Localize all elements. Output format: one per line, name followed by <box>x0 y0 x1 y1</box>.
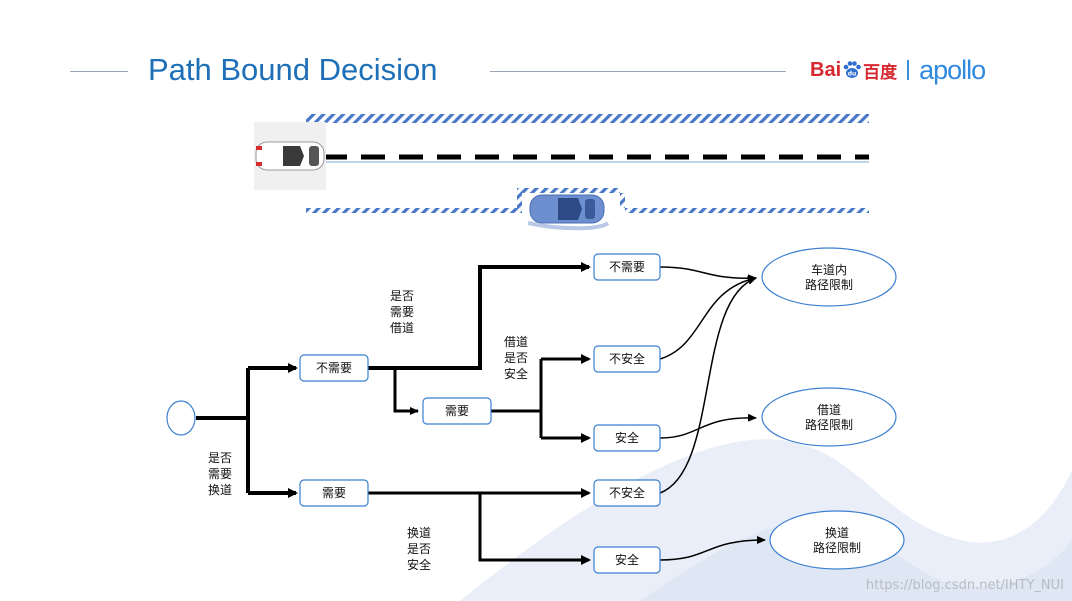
node-borrow-unsafe: 不安全 <box>593 345 661 373</box>
node-lane-change: 需要 <box>299 479 369 507</box>
title-rule-right <box>490 71 786 72</box>
label-lane-change-question: 是否需要换道 <box>208 451 232 497</box>
result-borrow-line1: 借道 <box>817 403 841 417</box>
curve-change-unsafe-to-in-lane <box>659 276 757 494</box>
edge-to-change-safe <box>478 493 591 565</box>
svg-text:du: du <box>848 71 857 78</box>
curve-no-borrow-to-in-lane <box>659 266 757 283</box>
tree-connectors <box>196 262 766 565</box>
tree-nodes: 不需要 需要 需要 不需要 不安全 安全 <box>166 247 905 574</box>
node-borrow-safe-label: 安全 <box>615 430 639 445</box>
result-change-line2: 路径限制 <box>813 540 861 555</box>
result-borrow: 借道路径限制 <box>761 387 897 447</box>
curve-change-safe-to-change-limit <box>659 536 766 561</box>
root-node <box>166 400 196 436</box>
result-change-line1: 换道 <box>825 526 849 540</box>
result-in-lane-line2: 路径限制 <box>805 277 853 292</box>
edge-to-borrow <box>368 366 419 415</box>
node-borrow-label: 需要 <box>445 404 469 418</box>
node-no-borrow: 不需要 <box>593 253 661 281</box>
result-borrow-line2: 路径限制 <box>805 417 853 432</box>
curve-borrow-unsafe-to-in-lane <box>659 275 757 360</box>
node-change-unsafe: 不安全 <box>593 479 661 507</box>
svg-text:换道路径限制: 换道路径限制 <box>813 526 861 555</box>
node-change-unsafe-label: 不安全 <box>609 485 645 500</box>
obstacle-car-icon <box>527 194 610 231</box>
result-in-lane: 车道内路径限制 <box>761 247 897 307</box>
node-lane-change-label: 需要 <box>322 486 346 500</box>
label-borrow-question: 是否需要借道 <box>390 289 414 335</box>
node-no-borrow-label: 不需要 <box>609 260 645 274</box>
label-change-safe-question: 换道是否安全 <box>407 526 431 572</box>
svg-text:车道内路径限制: 车道内路径限制 <box>805 262 853 292</box>
logo-separator <box>907 60 910 80</box>
node-borrow-safe: 安全 <box>593 424 661 452</box>
node-change-safe: 安全 <box>593 546 661 574</box>
node-change-safe-label: 安全 <box>615 552 639 567</box>
logo-product: apollo <box>919 54 986 85</box>
question-labels: 是否需要换道 是否需要借道 借道是否安全 换道是否安全 <box>208 289 528 572</box>
node-no-lane-change: 不需要 <box>299 354 369 382</box>
result-in-lane-line1: 车道内 <box>811 262 847 277</box>
node-no-lane-change-label: 不需要 <box>316 361 352 375</box>
baidu-paw-icon: du <box>843 61 861 78</box>
baidu-apollo-logo: Bai du 百度 apollo <box>810 52 986 88</box>
watermark: https://blog.csdn.net/IHTY_NUI <box>865 578 1064 593</box>
logo-brand-cn: 百度 <box>863 62 898 83</box>
curve-borrow-safe-to-borrow-limit <box>659 413 757 439</box>
node-borrow-unsafe-label: 不安全 <box>609 351 645 366</box>
label-borrow-safe-question: 借道是否安全 <box>504 335 528 381</box>
ego-car-icon <box>254 122 326 190</box>
slide-title: Path Bound Decision <box>148 52 438 87</box>
result-change: 换道路径限制 <box>769 510 905 570</box>
road-scene <box>254 114 869 231</box>
road-boundary-top <box>306 114 869 123</box>
edge-to-no-borrow <box>368 262 591 370</box>
road-boundary-bottom <box>306 188 869 213</box>
node-borrow: 需要 <box>422 397 492 425</box>
logo-brand-latin: Bai <box>810 58 842 81</box>
title-rule-left <box>70 71 128 72</box>
svg-text:借道路径限制: 借道路径限制 <box>805 403 853 432</box>
